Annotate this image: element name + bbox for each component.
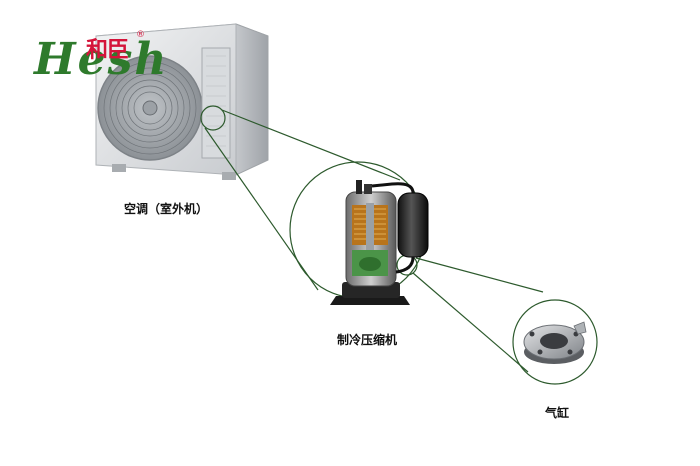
logo-script-text: Hesh: [34, 34, 169, 85]
brand-logo: Hesh 和臣 ®: [30, 28, 190, 88]
cylinder-illustration: [523, 321, 587, 364]
logo-registered-mark: ®: [136, 30, 145, 40]
outdoor-unit-label: 空调（室外机）: [124, 202, 209, 216]
logo-chinese-text: 和臣: [86, 38, 129, 63]
cylinder-callout-circle: [512, 299, 598, 385]
compressor-illustration: [330, 180, 429, 305]
outdoor-callout-circle: [200, 105, 226, 131]
cylinder-label: 气缸: [545, 406, 570, 420]
outdoor-unit-illustration: [95, 23, 269, 180]
compressor-label: 制冷压缩机: [337, 333, 398, 347]
fan-grille-rings: [103, 61, 197, 155]
